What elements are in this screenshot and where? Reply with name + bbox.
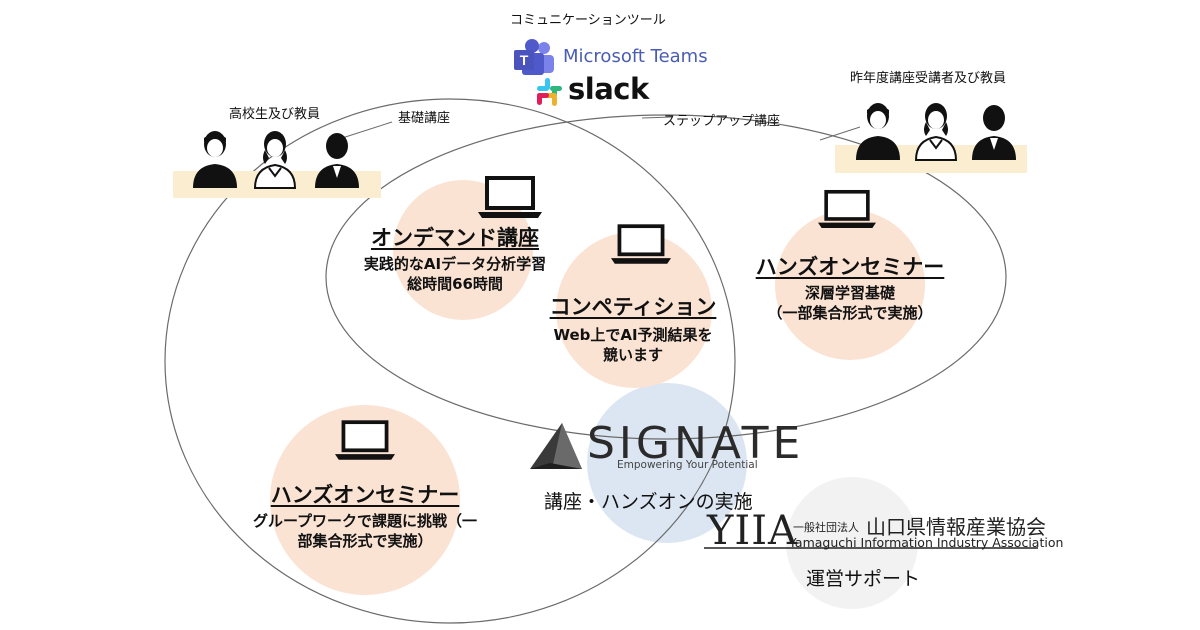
yiia-jp-prefix: 一般社団法人	[793, 521, 859, 534]
handson-left-circle	[270, 405, 460, 595]
handson-right-title: ハンズオンセミナー	[755, 255, 945, 279]
handson-right-desc-line: （一部集合形式で実施）	[767, 304, 933, 322]
competition-desc-line: 競います	[602, 346, 663, 364]
yiia-jp-name: 山口県情報産業協会	[866, 515, 1046, 539]
yiia-en-name: Yamaguchi Information Industry Associati…	[789, 535, 1064, 550]
yiia-logo: YIIA	[707, 508, 798, 554]
yiia-caption: 運営サポート	[806, 568, 921, 590]
person-icon	[914, 103, 958, 161]
signate-circle	[587, 383, 747, 543]
handson-left-title: ハンズオンセミナー	[270, 483, 460, 507]
laptop-icon	[478, 176, 542, 218]
basic-course-ellipse	[164, 98, 736, 624]
person-icon	[193, 131, 237, 188]
stepup-course-ellipse	[325, 114, 1007, 440]
competition-card: コンペティション Web上でAI予測結果を 競います	[528, 291, 738, 365]
comm-tools-label: コミュニケーションツール	[510, 13, 666, 28]
person-icon	[856, 103, 900, 160]
ondemand-card: オンデマンド講座 実践的なAIデータ分析学習 総時間66時間	[340, 222, 570, 294]
svg-text:T: T	[520, 52, 529, 68]
ondemand-desc-line: 実践的なAIデータ分析学習	[363, 255, 547, 273]
person-icon	[972, 105, 1016, 160]
laptop-icon	[611, 224, 671, 264]
teams-icon: T	[514, 39, 554, 75]
handson-right-card: ハンズオンセミナー 深層学習基礎 （一部集合形式で実施）	[740, 251, 960, 323]
ondemand-desc-line: 総時間66時間	[407, 275, 503, 293]
ms-teams-label: Microsoft Teams	[563, 46, 708, 67]
left-group-label: 高校生及び教員	[229, 107, 321, 122]
handson-left-desc-line: 部集合形式で実施）	[297, 532, 433, 550]
signate-tagline: Empowering Your Potential	[617, 459, 758, 471]
basic-label-connector	[335, 121, 393, 141]
basic-course-label: 基礎講座	[398, 111, 451, 126]
slack-label: slack	[568, 72, 649, 106]
right-group-label: 昨年度講座受講者及び教員	[850, 71, 1007, 86]
signate-triangle-icon	[530, 423, 582, 469]
competition-circle	[556, 232, 712, 388]
handson-right-circle	[775, 210, 925, 360]
laptop-icon	[818, 189, 876, 229]
yiia-circle	[786, 477, 918, 609]
competition-desc-line: Web上でAI予測結果を	[553, 326, 713, 344]
slack-icon	[537, 78, 562, 106]
handson-left-desc-line: グループワークで課題に挑戦（一	[252, 512, 478, 530]
handson-left-card: ハンズオンセミナー グループワークで課題に挑戦（一 部集合形式で実施）	[230, 479, 500, 551]
stepup-course-label: ステップアップ講座	[663, 114, 781, 129]
person-icon	[253, 131, 297, 189]
laptop-icon	[335, 420, 395, 460]
stepup-label-connector	[641, 116, 673, 119]
signate-caption: 講座・ハンズオンの実施	[544, 491, 753, 513]
right-group-connector	[819, 126, 861, 141]
person-icon	[315, 133, 359, 188]
competition-title: コンペティション	[549, 295, 717, 319]
handson-right-desc-line: 深層学習基礎	[804, 284, 895, 302]
ondemand-title: オンデマンド講座	[371, 226, 539, 250]
signate-logo-text: SIGNATE	[587, 418, 805, 469]
